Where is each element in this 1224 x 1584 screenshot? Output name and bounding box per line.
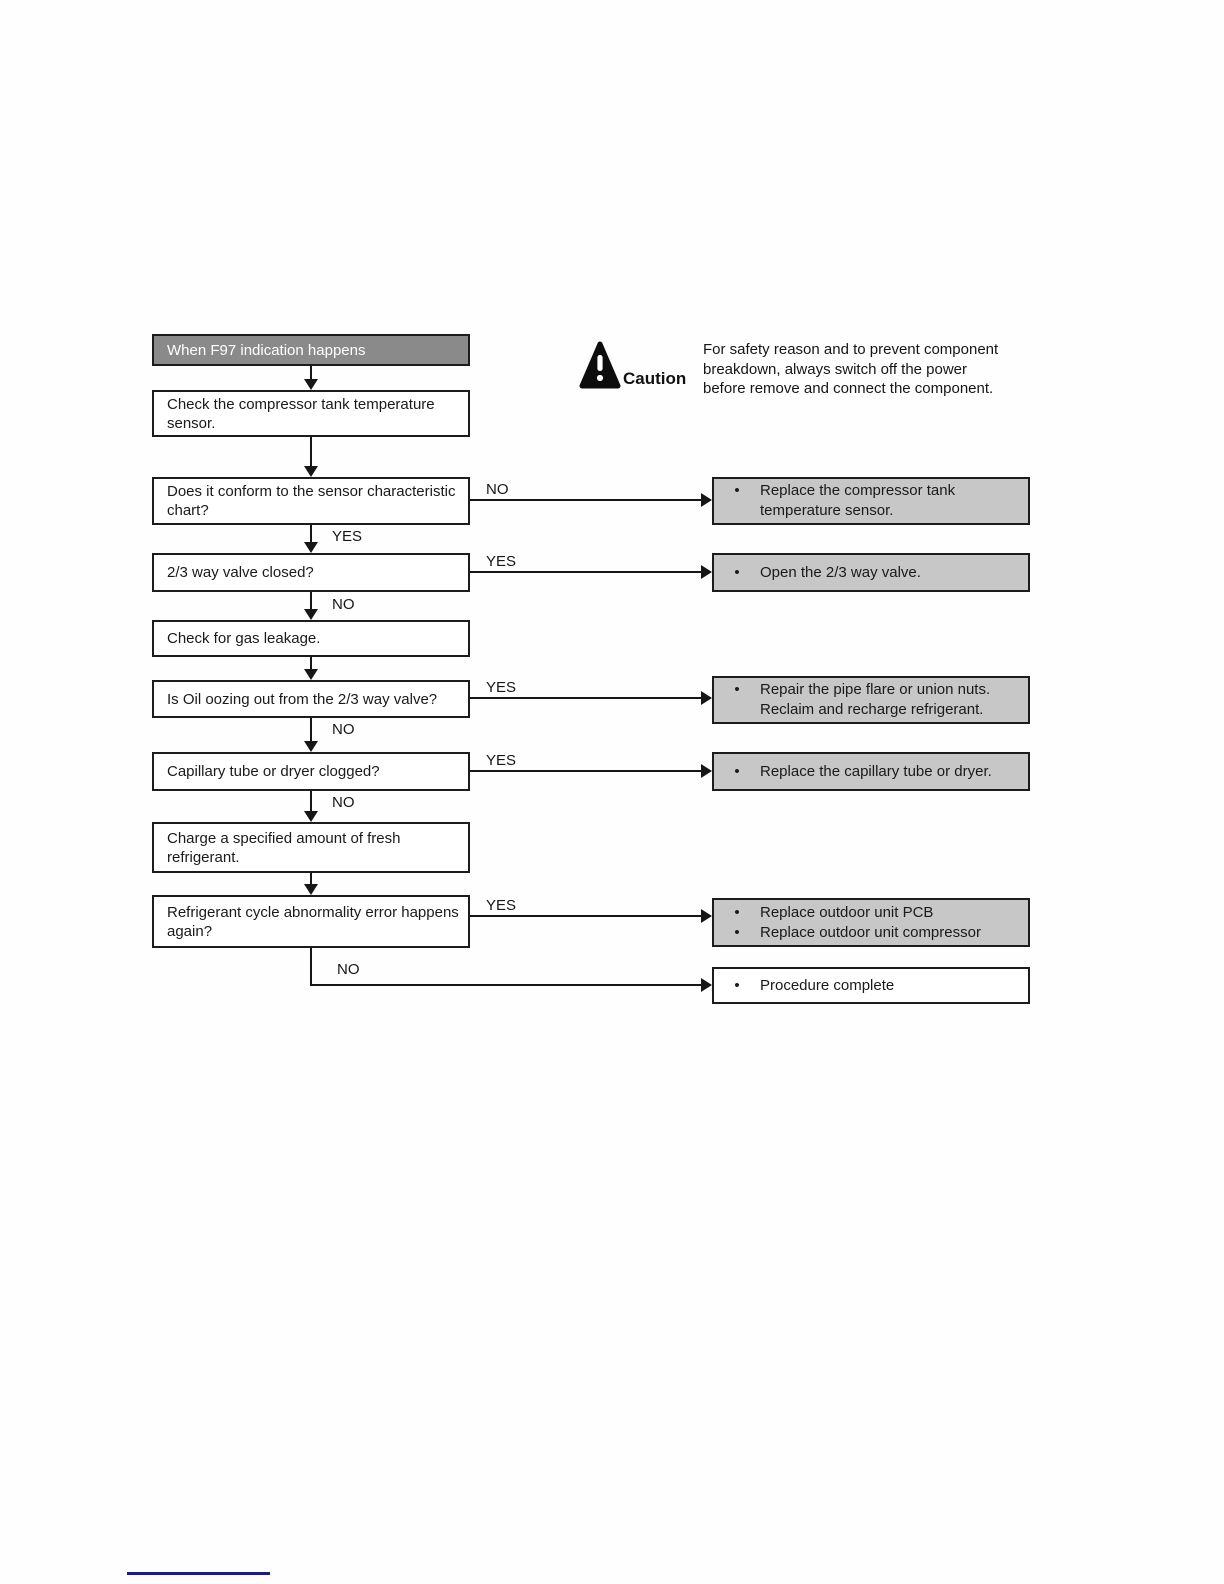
caution-text: For safety reason and to prevent compone… xyxy=(703,341,999,397)
branch-label-yes: YES xyxy=(486,679,517,696)
arrow-right-icon xyxy=(701,691,712,705)
arrow-line xyxy=(310,366,312,380)
action-item: Replace the compressor tank temperature … xyxy=(714,481,1020,521)
action-item: Open the 2/3 way valve. xyxy=(714,563,1020,583)
action-item-text: Repair the pipe flare or union nuts. Rec… xyxy=(760,681,991,718)
warning-triangle-icon xyxy=(579,341,621,389)
branch-label-yes: YES xyxy=(486,752,517,769)
arrow-right-icon xyxy=(701,978,712,992)
connector-line xyxy=(470,770,701,772)
footer-rule xyxy=(127,1572,270,1575)
branch-label-yes: YES xyxy=(486,897,517,914)
action-replace-pcb-compressor: Replace outdoor unit PCB Replace outdoor… xyxy=(712,898,1030,947)
branch-label-no: NO xyxy=(332,794,355,811)
branch-label-no: NO xyxy=(337,961,360,978)
arrow-line xyxy=(310,437,312,467)
branch-label-no: NO xyxy=(486,481,509,498)
connector-line xyxy=(470,571,701,573)
caution-label: Caution xyxy=(623,369,687,388)
action-item-text: Replace the capillary tube or dryer. xyxy=(760,762,992,780)
branch-label-yes: YES xyxy=(486,553,517,570)
arrow-down-icon xyxy=(304,609,318,620)
step-gas-leakage: Check for gas leakage. xyxy=(152,620,470,657)
arrow-right-icon xyxy=(701,764,712,778)
step-oil-oozing: Is Oil oozing out from the 2/3 way valve… xyxy=(152,680,470,718)
step-check-sensor: Check the compressor tank temperature se… xyxy=(152,390,470,437)
action-item: Repair the pipe flare or union nuts. Rec… xyxy=(714,680,1020,720)
arrow-down-icon xyxy=(304,741,318,752)
action-item: Procedure complete xyxy=(714,976,1020,996)
action-open-valve: Open the 2/3 way valve. xyxy=(712,553,1030,592)
action-item-text: Open the 2/3 way valve. xyxy=(760,563,921,581)
arrow-line xyxy=(310,525,312,543)
action-replace-capillary: Replace the capillary tube or dryer. xyxy=(712,752,1030,791)
action-item-text: Procedure complete xyxy=(760,976,895,994)
branch-label-no: NO xyxy=(332,596,355,613)
arrow-line xyxy=(310,718,312,742)
arrow-line xyxy=(310,873,312,885)
arrow-down-icon xyxy=(304,884,318,895)
arrow-right-icon xyxy=(701,909,712,923)
action-repair-flare: Repair the pipe flare or union nuts. Rec… xyxy=(712,676,1030,724)
action-item: Replace outdoor unit PCB xyxy=(714,903,1020,923)
step-error-again: Refrigerant cycle abnormality error happ… xyxy=(152,895,470,948)
arrow-down-icon xyxy=(304,466,318,477)
arrow-down-icon xyxy=(304,669,318,680)
action-item-text: Replace outdoor unit PCB xyxy=(760,903,934,921)
action-item-text: Replace outdoor unit compressor xyxy=(760,923,981,941)
arrow-down-icon xyxy=(304,379,318,390)
arrow-down-icon xyxy=(304,542,318,553)
action-item: Replace the capillary tube or dryer. xyxy=(714,762,1020,782)
connector-line xyxy=(470,499,701,501)
action-item-text: Replace the compressor tank temperature … xyxy=(760,482,956,519)
action-replace-sensor: Replace the compressor tank temperature … xyxy=(712,477,1030,525)
step-capillary-clogged: Capillary tube or dryer clogged? xyxy=(152,752,470,791)
arrow-down-icon xyxy=(304,811,318,822)
arrow-right-icon xyxy=(701,565,712,579)
step-valve-closed: 2/3 way valve closed? xyxy=(152,553,470,592)
branch-label-yes: YES xyxy=(332,528,363,545)
arrow-line xyxy=(310,791,312,812)
action-procedure-complete: Procedure complete xyxy=(712,967,1030,1004)
step-charge-refrigerant: Charge a specified amount of fresh refri… xyxy=(152,822,470,873)
connector-line xyxy=(470,915,701,917)
connector-line xyxy=(310,984,701,986)
step-conform-chart: Does it conform to the sensor characteri… xyxy=(152,477,470,525)
arrow-right-icon xyxy=(701,493,712,507)
arrow-line xyxy=(310,657,312,670)
arrow-line xyxy=(310,592,312,610)
branch-label-no: NO xyxy=(332,721,355,738)
action-item: Replace outdoor unit compressor xyxy=(714,923,1020,943)
connector-line xyxy=(310,948,312,986)
flow-title-box: When F97 indication happens xyxy=(152,334,470,366)
connector-line xyxy=(470,697,701,699)
